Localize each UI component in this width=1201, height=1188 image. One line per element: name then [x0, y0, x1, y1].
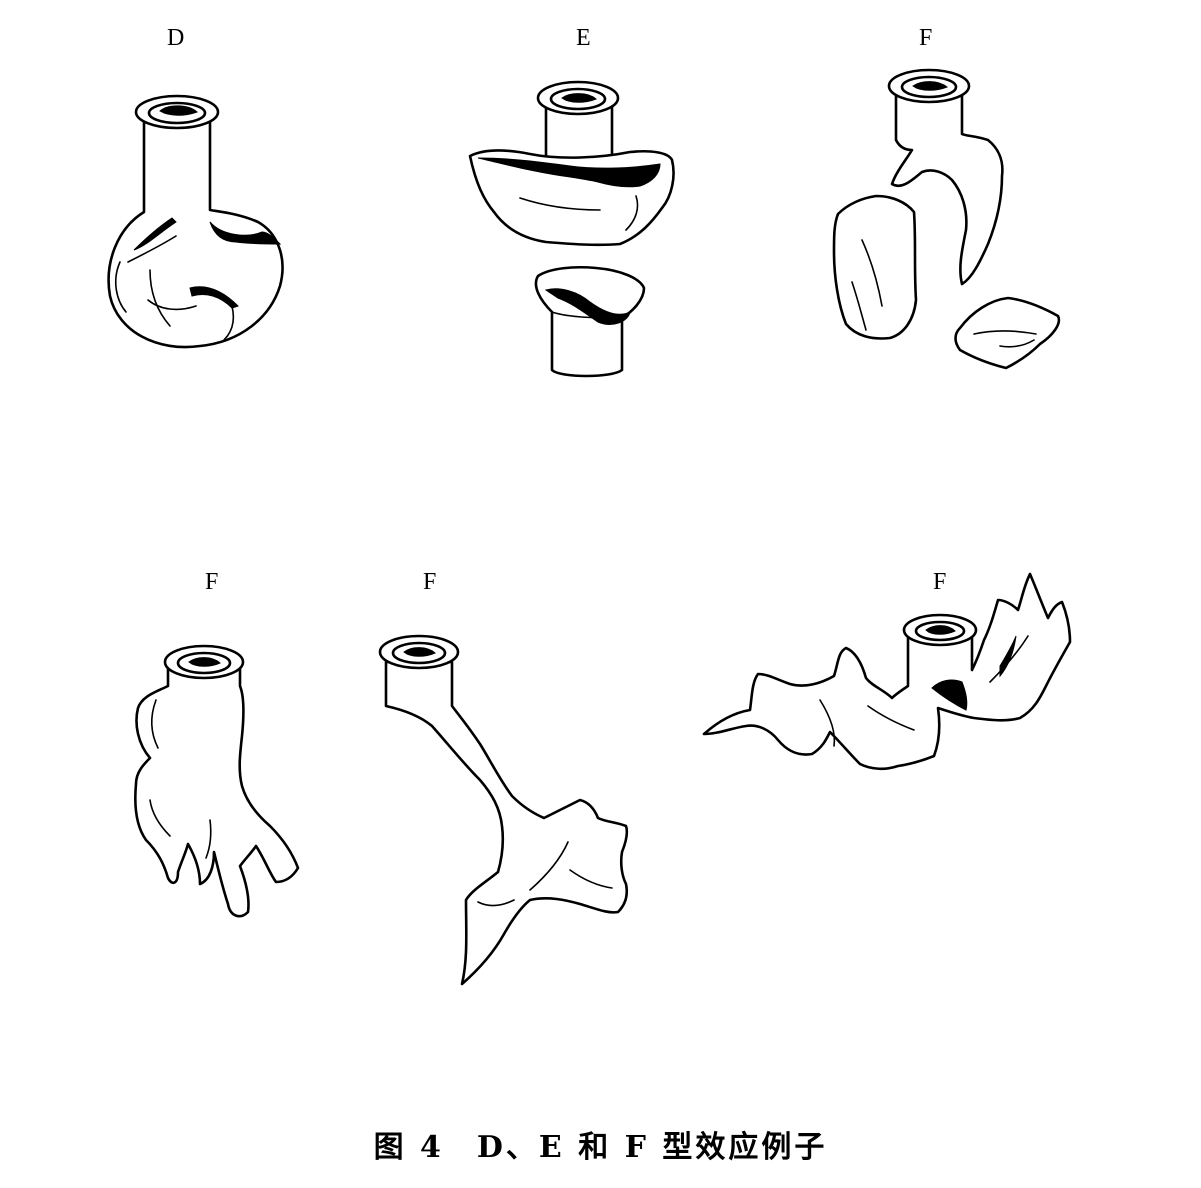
- flask-e-drawing: [468, 80, 675, 378]
- panel-label-f-3: F: [423, 569, 437, 595]
- panel-label-f-2: F: [205, 569, 219, 595]
- flask-f-2-drawing: [134, 644, 300, 918]
- flask-d-drawing: [107, 94, 284, 349]
- figure-caption: 图 4 D、E 和 F 型效应例子: [373, 1130, 828, 1165]
- flask-f-1-drawing: [832, 68, 1061, 370]
- panel-label-d: D: [167, 25, 185, 51]
- panel-label-e: E: [576, 25, 591, 51]
- flask-f-4-drawing: [702, 572, 1072, 771]
- flask-f-3-drawing: [378, 634, 629, 986]
- panel-label-f-1: F: [919, 25, 933, 51]
- panel-label-f-4: F: [933, 569, 947, 595]
